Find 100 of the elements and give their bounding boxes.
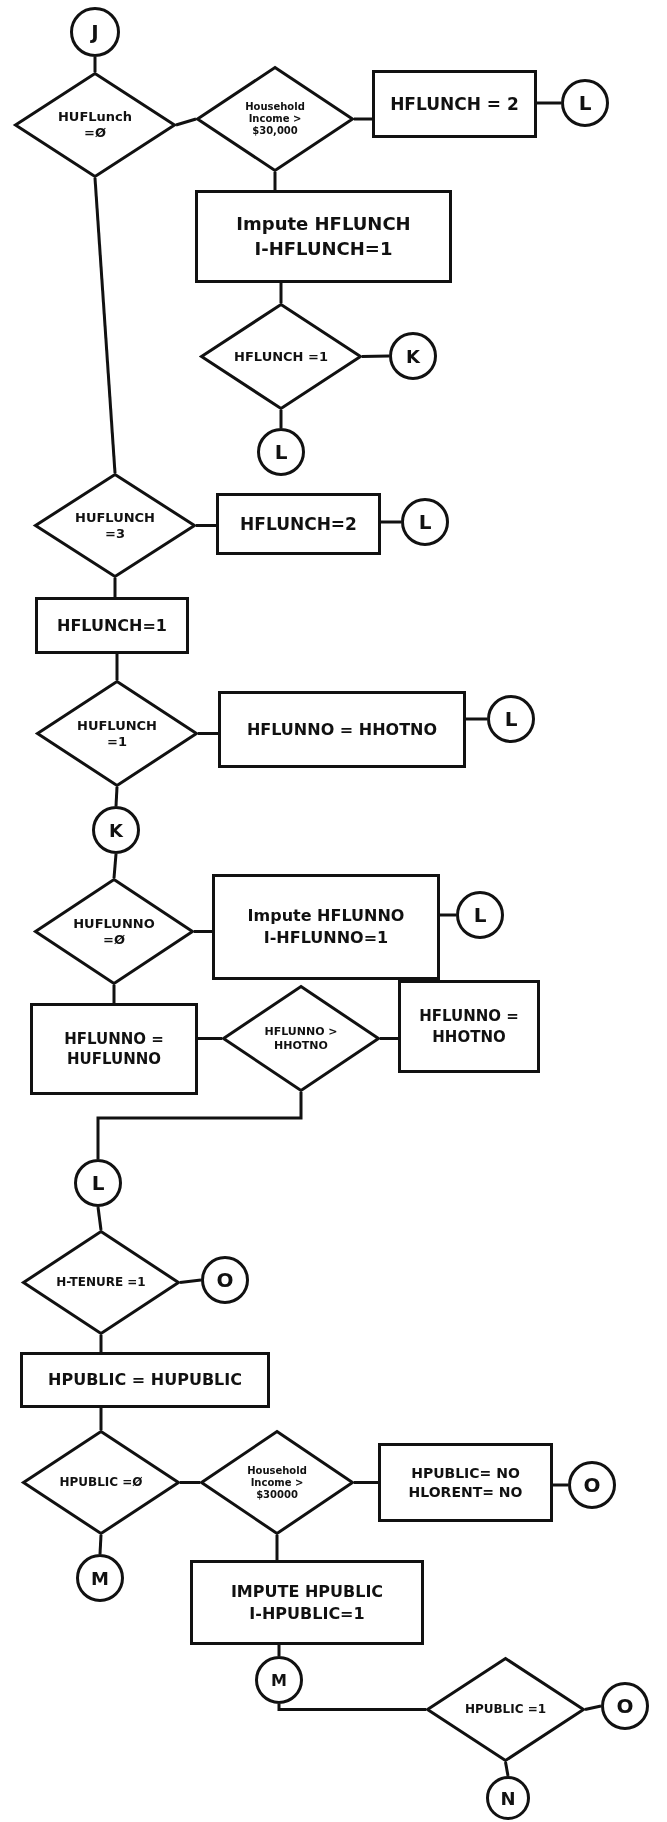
node-label: HFLUNCH =1	[234, 348, 328, 365]
node-label: Household Income > $30,000	[244, 101, 306, 137]
connector-line	[99, 1335, 103, 1352]
connector-line	[194, 930, 212, 933]
node-label: O	[583, 1473, 601, 1497]
process-box	[378, 1443, 553, 1522]
connector-circle	[568, 1461, 616, 1509]
connector-line	[380, 1037, 398, 1040]
node-label: HPUBLIC= NO	[411, 1463, 520, 1483]
connector-circle	[401, 498, 449, 546]
node-label: HLORENT= NO	[408, 1482, 523, 1502]
decision-diamond	[14, 72, 176, 178]
node-label: I-HFLUNNO=1	[263, 927, 389, 949]
connector-line	[361, 354, 390, 358]
node-label: M	[271, 1670, 287, 1690]
connector-line	[175, 117, 197, 127]
connector-line	[93, 177, 117, 474]
decision-diamond	[222, 985, 380, 1092]
node-label: HFLUNNO = HHOTNO	[246, 718, 438, 741]
decision-diamond	[22, 1230, 180, 1335]
node-label: L	[578, 91, 592, 115]
node-label: HPUBLIC = HUPUBLIC	[48, 1369, 242, 1391]
connector-circle	[74, 1159, 122, 1207]
node-label: Impute HFLUNNO	[247, 905, 405, 927]
connector-line	[179, 1278, 202, 1284]
connector-line	[198, 1037, 222, 1040]
connector-line	[504, 1761, 510, 1777]
connector-line	[99, 1408, 103, 1430]
connector-circle	[601, 1682, 649, 1730]
connector-line	[381, 520, 401, 524]
node-label: L	[473, 903, 487, 927]
node-label: HFLUNNO > HHOTNO	[263, 1025, 339, 1052]
node-label: HUFLUNCH =3	[74, 509, 156, 542]
node-label: IMPUTE HPUBLIC	[230, 1580, 384, 1603]
node-label: HFLUNCH = 2	[390, 92, 519, 116]
node-label: M	[91, 1567, 109, 1589]
node-label: HPUBLIC =Ø	[59, 1475, 143, 1490]
node-label: L	[274, 440, 288, 464]
node-label: N	[500, 1787, 516, 1809]
connector-line	[277, 1645, 281, 1656]
process-box	[20, 1352, 270, 1408]
process-box	[398, 980, 540, 1073]
connector-line	[180, 1481, 200, 1484]
connector-line	[584, 1704, 602, 1711]
node-label: HFLUNCH=1	[57, 614, 167, 637]
connector-line	[440, 913, 456, 917]
connector-circle	[257, 428, 305, 476]
node-label: J	[91, 20, 99, 44]
node-label: K	[109, 819, 123, 841]
connector-line	[466, 717, 487, 721]
process-box	[218, 691, 466, 768]
node-label: HFLUNNO = HUFLUNNO	[63, 1028, 165, 1070]
connector-line	[196, 524, 216, 527]
connector-circle	[456, 891, 504, 939]
decision-diamond	[22, 1430, 180, 1535]
node-label: I-HFLUNCH=1	[254, 236, 393, 261]
connector-line	[112, 985, 116, 1003]
connector-line	[115, 654, 119, 680]
connector-line	[273, 172, 277, 190]
node-label: HUFLUNCH =1	[76, 717, 158, 750]
connector-line	[553, 1483, 568, 1487]
node-label: K	[406, 345, 420, 367]
connector-circle	[70, 7, 120, 57]
decision-diamond	[34, 878, 194, 985]
connector-line	[96, 1092, 303, 1159]
process-box	[30, 1003, 198, 1095]
connector-line	[114, 786, 119, 807]
connector-line	[277, 1704, 426, 1711]
connector-line	[354, 117, 372, 121]
node-label: Household Income > $30000	[246, 1464, 308, 1501]
process-box	[195, 190, 452, 283]
connector-circle	[487, 695, 535, 743]
connector-circle	[561, 79, 609, 127]
decision-diamond	[200, 303, 362, 410]
decision-diamond	[34, 473, 196, 578]
node-label: HUFLUNNO =Ø	[72, 915, 156, 948]
connector-line	[93, 57, 97, 72]
node-label: HPUBLIC =1	[464, 1702, 547, 1717]
connector-circle	[76, 1554, 124, 1602]
node-label: O	[216, 1268, 234, 1292]
node-label: HFLUNCH=2	[240, 512, 357, 536]
node-label: L	[91, 1171, 105, 1195]
node-label: I-HPUBLIC=1	[249, 1602, 365, 1625]
connector-circle	[201, 1256, 249, 1304]
connector-line	[98, 1534, 103, 1555]
process-box	[216, 493, 381, 555]
process-box	[35, 597, 189, 654]
node-label: L	[418, 510, 432, 534]
decision-diamond	[36, 680, 198, 787]
decision-diamond	[200, 1430, 354, 1535]
decision-diamond	[426, 1657, 585, 1762]
connector-line	[112, 853, 118, 879]
connector-circle	[486, 1776, 530, 1820]
connector-line	[354, 1481, 378, 1484]
process-box	[190, 1560, 424, 1645]
connector-line	[113, 578, 117, 597]
connector-line	[198, 732, 218, 735]
node-label: HFLUNNO = HHOTNO	[418, 1006, 520, 1047]
node-label: Impute HFLUNCH	[236, 212, 411, 237]
node-label: L	[504, 707, 518, 731]
